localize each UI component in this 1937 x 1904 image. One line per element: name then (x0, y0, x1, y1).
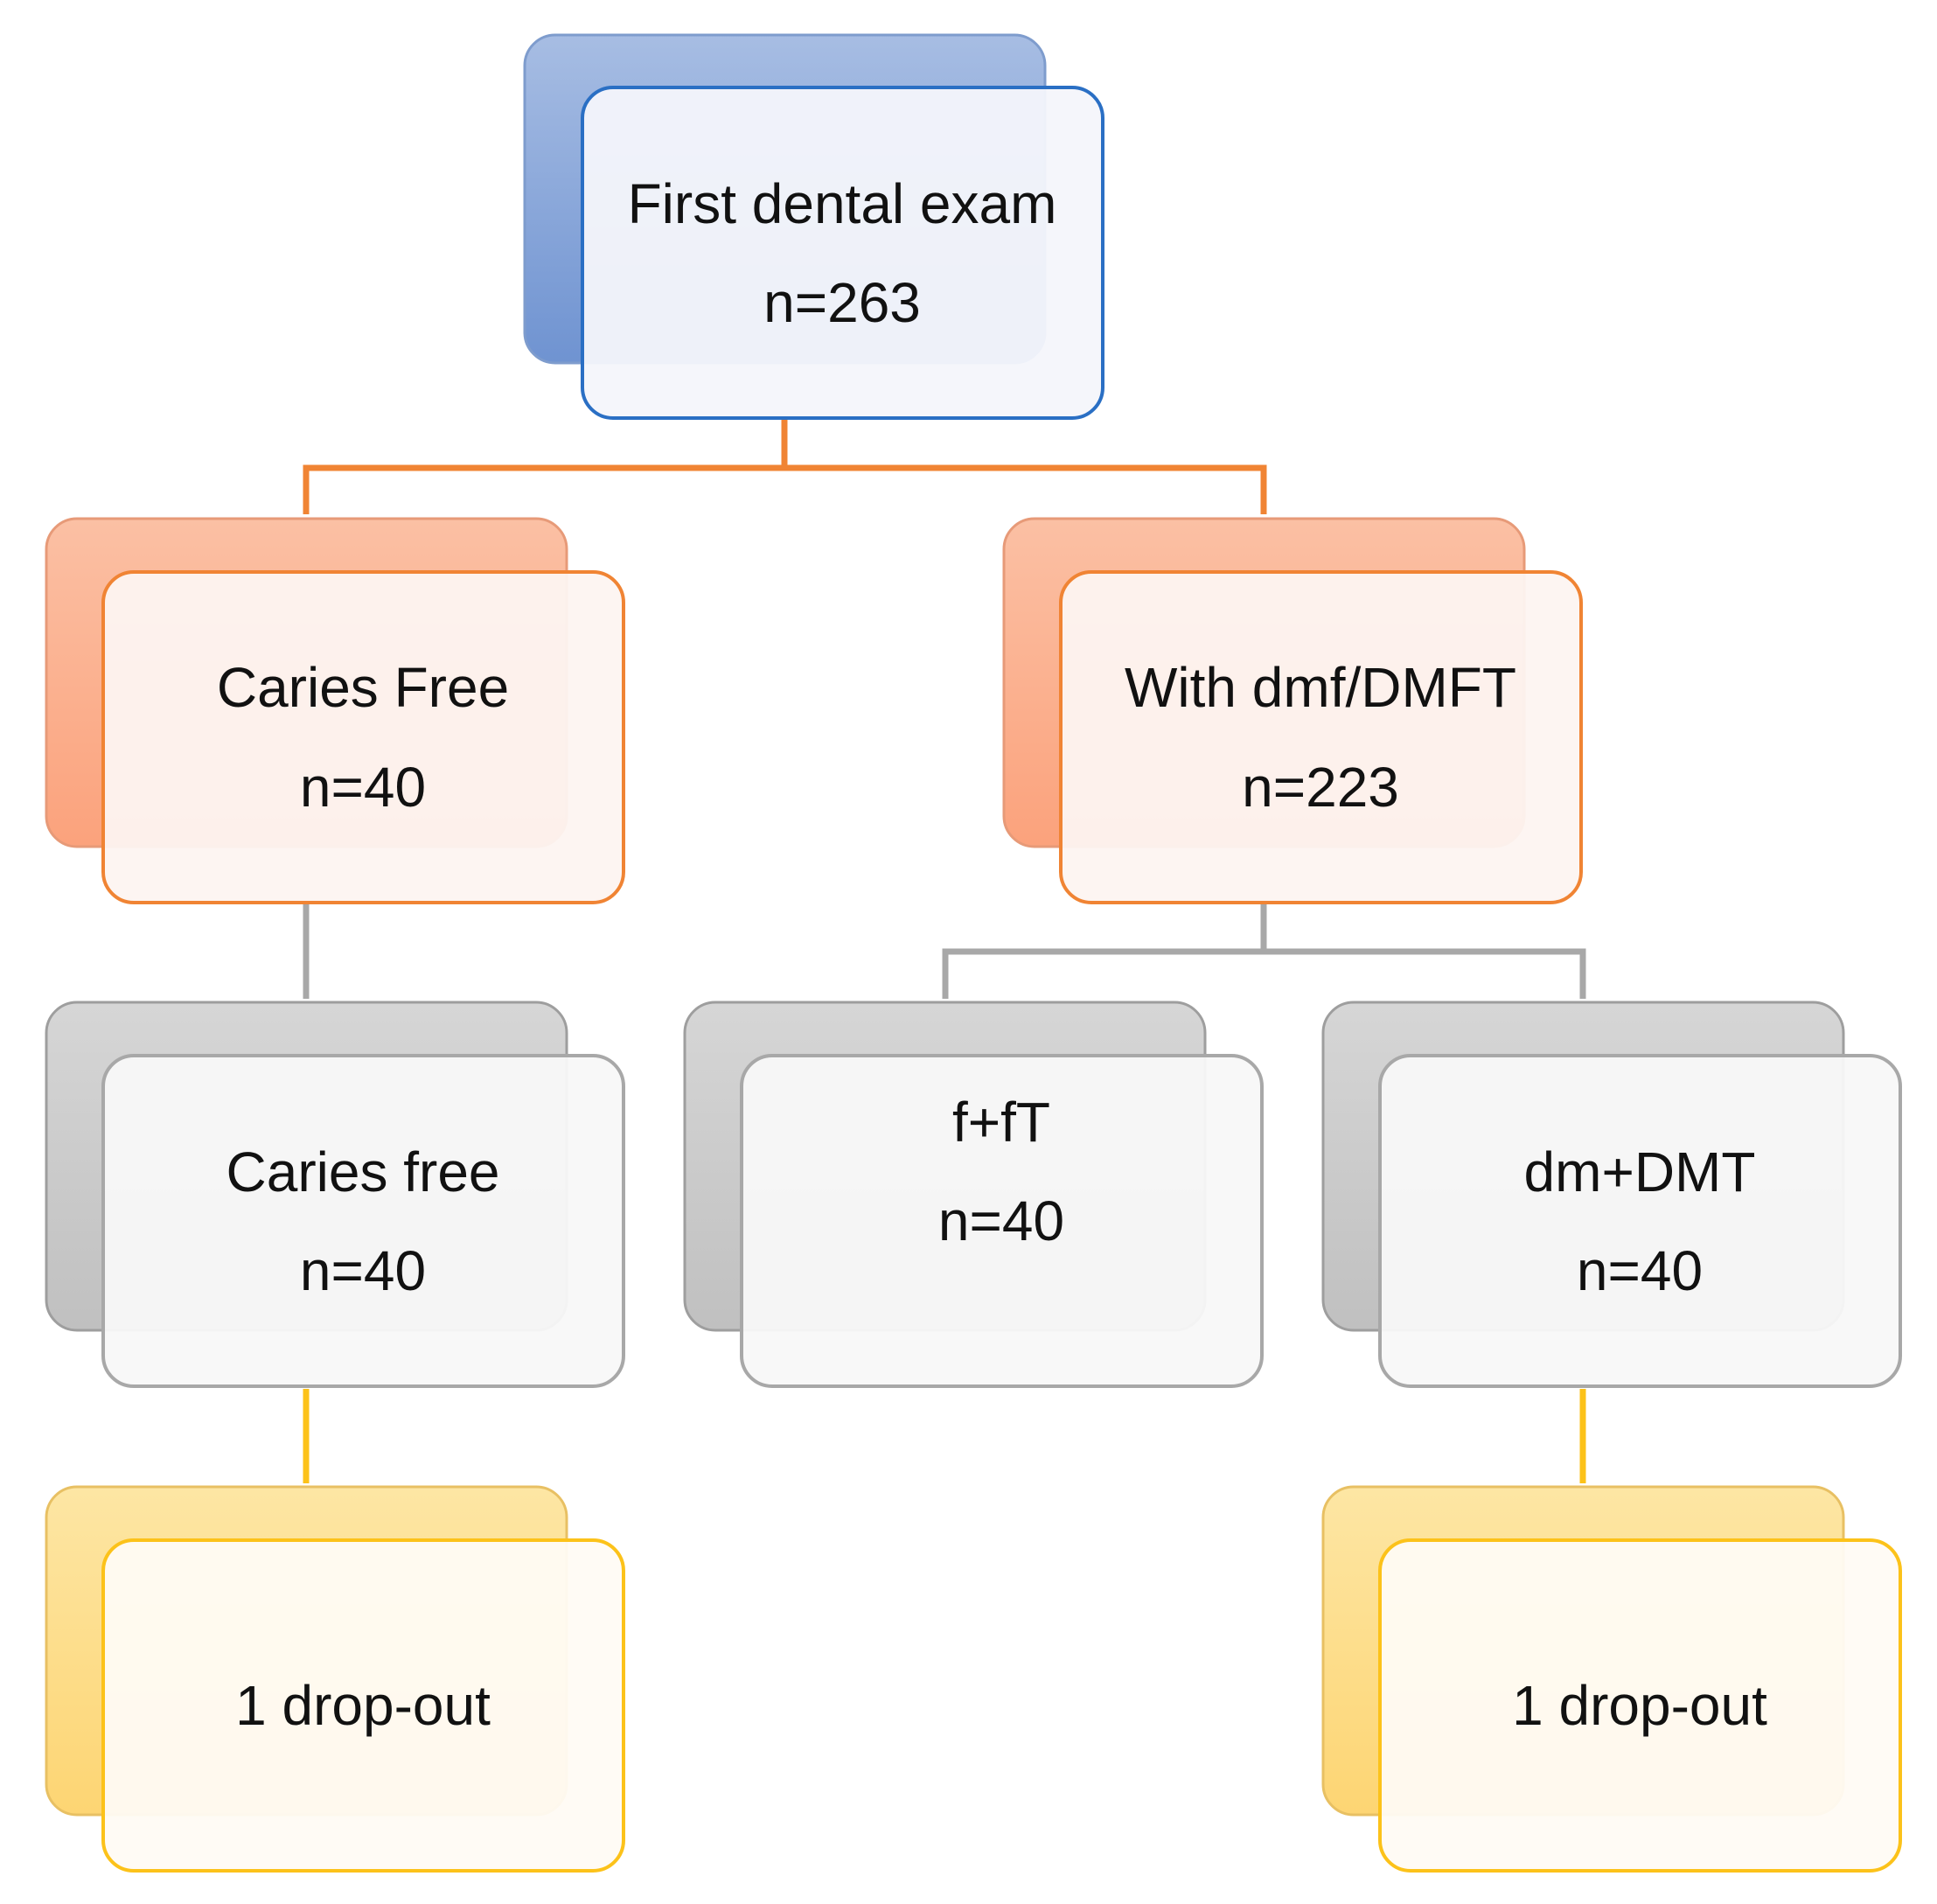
node-count: n=40 (300, 756, 426, 819)
node-front-card (1378, 1054, 1902, 1388)
connector-root-to-level1 (303, 464, 1267, 514)
node-caries-free: Caries Free n=40 (45, 517, 625, 904)
connector-dmf-to-level2 (942, 948, 1586, 999)
node-count: n=40 (938, 1189, 1064, 1252)
node-front-card (581, 86, 1104, 420)
node-front-card (1378, 1538, 1902, 1873)
node-front-card (1059, 570, 1583, 904)
node-title: f+fT (952, 1091, 1050, 1154)
node-title: With dmf/DMFT (1125, 656, 1516, 719)
node-title: dm+DMT (1524, 1140, 1756, 1203)
node-first-dental-exam: First dental exam n=263 (523, 33, 1104, 420)
node-title: 1 drop-out (235, 1674, 491, 1737)
node-caries-free-sub: Caries free n=40 (45, 1001, 625, 1388)
node-front-card (101, 1054, 625, 1388)
node-count: n=223 (1242, 756, 1399, 819)
node-title: First dental exam (628, 172, 1057, 235)
node-count: n=263 (763, 271, 921, 334)
node-count: n=40 (300, 1239, 426, 1302)
node-front-card (101, 570, 625, 904)
connectors (303, 420, 1586, 1483)
node-title: Caries free (226, 1140, 500, 1203)
node-f-ft: f+fT n=40 (683, 1001, 1264, 1388)
node-title: 1 drop-out (1512, 1674, 1767, 1737)
node-count: n=40 (1577, 1239, 1703, 1302)
node-dropout-left: 1 drop-out (45, 1485, 625, 1873)
node-front-card (740, 1054, 1264, 1388)
node-dropout-right: 1 drop-out (1321, 1485, 1902, 1873)
node-with-dmf-dmft: With dmf/DMFT n=223 (1002, 517, 1583, 904)
node-dm-dmt: dm+DMT n=40 (1321, 1001, 1902, 1388)
node-front-card (101, 1538, 625, 1873)
node-title: Caries Free (217, 656, 509, 719)
